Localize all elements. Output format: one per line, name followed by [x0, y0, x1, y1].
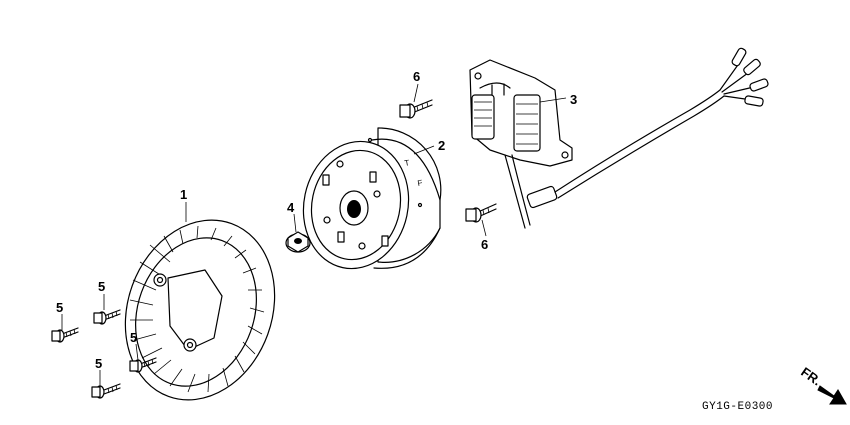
- flange-bolt-5a: [93, 309, 121, 325]
- callout-part-2: 2: [438, 138, 445, 153]
- front-direction-indicator: FR.: [798, 364, 847, 405]
- flange-bolt-5d: [91, 383, 121, 399]
- callout-part-5a: 5: [98, 279, 105, 294]
- callout-part-6a: 6: [413, 69, 420, 84]
- flange-bolt-5c: [129, 357, 157, 373]
- stator-coil-assembly: [469, 47, 769, 229]
- callout-part-6b: 6: [481, 237, 488, 252]
- leader-lines: [61, 83, 567, 386]
- flywheel-rotor: T F: [302, 127, 442, 270]
- callout-part-5b: 5: [56, 300, 63, 315]
- callout-part-5c: 5: [130, 330, 137, 345]
- flange-nut: [285, 231, 311, 253]
- callout-part-3: 3: [570, 92, 577, 107]
- flange-bolt-6b: [465, 203, 497, 223]
- callout-part-4: 4: [287, 200, 295, 215]
- front-arrow-icon: [817, 385, 847, 405]
- front-label: FR.: [798, 364, 824, 388]
- diagram-code: GY1G-E0300: [702, 401, 773, 413]
- rotor-f-mark: F: [417, 178, 423, 188]
- flange-bolt-6a: [399, 99, 433, 119]
- rotor-t-mark: T: [404, 158, 410, 168]
- flange-bolt-5b: [51, 327, 79, 343]
- cooling-fan: [124, 219, 276, 401]
- callout-part-1: 1: [180, 187, 187, 202]
- callout-part-5d: 5: [95, 356, 102, 371]
